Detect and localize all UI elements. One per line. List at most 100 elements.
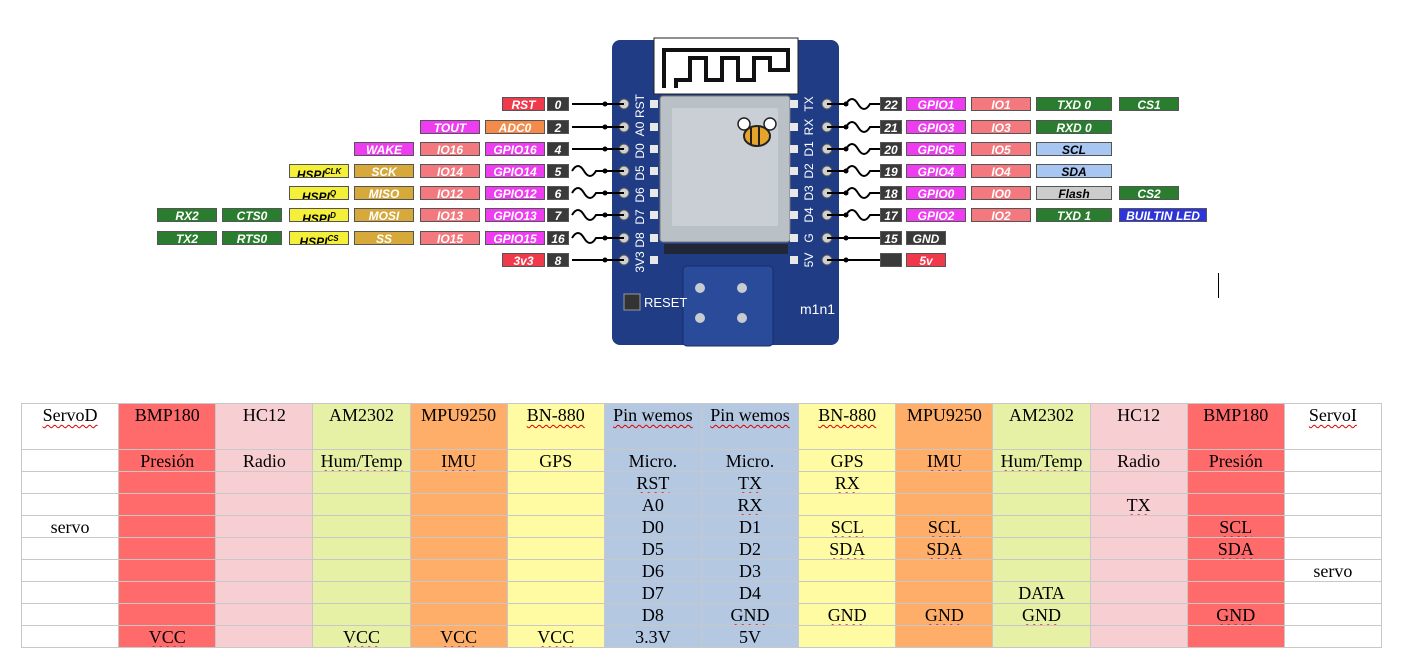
pin-label: GPIO15 xyxy=(485,231,545,245)
table-cell xyxy=(119,604,216,626)
cell-text: A0 xyxy=(642,495,664,515)
pin-label: IO12 xyxy=(420,186,480,200)
pin-label: RST xyxy=(502,97,545,111)
pin-label: 5v xyxy=(906,253,946,267)
pin-label-text: GPIO0 xyxy=(918,187,955,200)
pin-label-text: IO14 xyxy=(437,165,463,178)
table-cell xyxy=(993,494,1090,516)
table-cell: SCL xyxy=(1187,516,1284,538)
cell-text: D2 xyxy=(739,539,761,559)
pin-label: IO16 xyxy=(420,142,480,156)
table-cell: Hum/Temp xyxy=(993,450,1090,472)
table-cell xyxy=(410,582,507,604)
module-pad xyxy=(790,256,798,264)
table-cell xyxy=(507,472,604,494)
pin-label-text: SDA xyxy=(1061,165,1086,178)
pin-label-text: SCL xyxy=(1062,143,1086,156)
wiring-table: ServoDBMP180HC12AM2302MPU9250BN-880Pin w… xyxy=(21,403,1382,648)
table-cell: VCC xyxy=(410,626,507,648)
cell-text: SCL xyxy=(928,517,961,537)
pin-label-text: SS xyxy=(376,232,392,245)
solder-pad xyxy=(695,283,705,293)
cell-text: GND xyxy=(925,605,964,625)
pin-label-text: IO3 xyxy=(991,121,1010,134)
table-cell: GPS xyxy=(507,450,604,472)
pin-label-text: HSPI xyxy=(299,235,327,245)
pin-label-text: GPIO14 xyxy=(493,165,536,178)
pin-label: TXD 1 xyxy=(1036,208,1112,222)
pin-label: IO2 xyxy=(971,208,1031,222)
module-pad xyxy=(790,123,798,131)
pin-label: GPIO3 xyxy=(906,120,966,134)
pin-label-text: IO4 xyxy=(991,165,1010,178)
table-cell xyxy=(993,626,1090,648)
pin-label: GPIO13 xyxy=(485,208,545,222)
pin-label: IO1 xyxy=(971,97,1031,111)
table-cell xyxy=(22,450,119,472)
table-cell: 5V xyxy=(701,626,798,648)
pin-label-text: IO0 xyxy=(991,187,1010,200)
pin-label-text: CS1 xyxy=(1137,98,1160,111)
pin-label: IO0 xyxy=(971,186,1031,200)
pin-label-text: IO2 xyxy=(991,209,1010,222)
cell-text: 3.3V xyxy=(635,627,671,647)
table-cell xyxy=(896,582,993,604)
pin-label-text: 16 xyxy=(551,232,564,245)
pin-label: HSPID xyxy=(289,208,349,222)
pin-label-text: IO13 xyxy=(437,209,463,222)
board-pin-label: D1 xyxy=(802,141,816,157)
cell-text: servo xyxy=(1313,561,1352,581)
table-cell: SDA xyxy=(799,538,896,560)
table-cell: TX xyxy=(701,472,798,494)
table-cell: D6 xyxy=(604,560,701,582)
reset-button[interactable] xyxy=(624,294,640,310)
table-cell xyxy=(1284,538,1381,560)
table-cell: ServoD xyxy=(22,404,119,450)
table-cell xyxy=(22,604,119,626)
pin-label: IO14 xyxy=(420,164,480,178)
module-pad xyxy=(790,100,798,108)
table-cell xyxy=(1090,560,1187,582)
board-pin-label: A0 xyxy=(633,121,647,136)
pin-label-text: 18 xyxy=(884,187,897,200)
module-pad xyxy=(650,234,658,242)
cell-text: ServoI xyxy=(1309,405,1357,425)
cell-text: servo xyxy=(51,517,90,537)
table-cell: GND xyxy=(701,604,798,626)
cell-text: SDA xyxy=(829,539,865,559)
pin-label: HSPIQ xyxy=(289,186,349,200)
pin-label-text: 17 xyxy=(884,209,897,222)
table-cell xyxy=(216,626,313,648)
cell-text: BN-880 xyxy=(818,405,876,425)
cell-text: RX xyxy=(835,473,860,493)
cell-text: MPU9250 xyxy=(907,405,982,425)
pin-label-text: IO5 xyxy=(991,143,1010,156)
table-cell xyxy=(1090,626,1187,648)
pin-label-text: 6 xyxy=(555,187,562,200)
pin-label: HSPICS xyxy=(289,231,349,245)
pin-label: IO13 xyxy=(420,208,480,222)
cell-text: GND xyxy=(1022,605,1061,625)
table-cell xyxy=(1187,494,1284,516)
pin-label: IO5 xyxy=(971,142,1031,156)
module-pad xyxy=(790,189,798,197)
module-pad xyxy=(650,145,658,153)
module-pad xyxy=(650,211,658,219)
pin-label: 5 xyxy=(547,164,569,178)
pin-label-text: MISO xyxy=(369,187,400,200)
wire-dot xyxy=(603,236,608,241)
table-cell: IMU xyxy=(410,450,507,472)
pin-label: GPIO12 xyxy=(485,186,545,200)
pin-label: GND xyxy=(906,231,946,245)
pin-label-superscript: CS xyxy=(327,234,338,243)
table-cell xyxy=(1187,560,1284,582)
table-cell: GPS xyxy=(799,450,896,472)
cell-text: BMP180 xyxy=(135,405,200,425)
pin-label-text: IO15 xyxy=(437,232,463,245)
table-cell: GND xyxy=(1187,604,1284,626)
pin-label: SCL xyxy=(1036,142,1112,156)
table-cell: SCL xyxy=(799,516,896,538)
pin-label: GPIO2 xyxy=(906,208,966,222)
cell-text: HC12 xyxy=(243,405,286,425)
board-pin-label: D5 xyxy=(633,165,647,181)
